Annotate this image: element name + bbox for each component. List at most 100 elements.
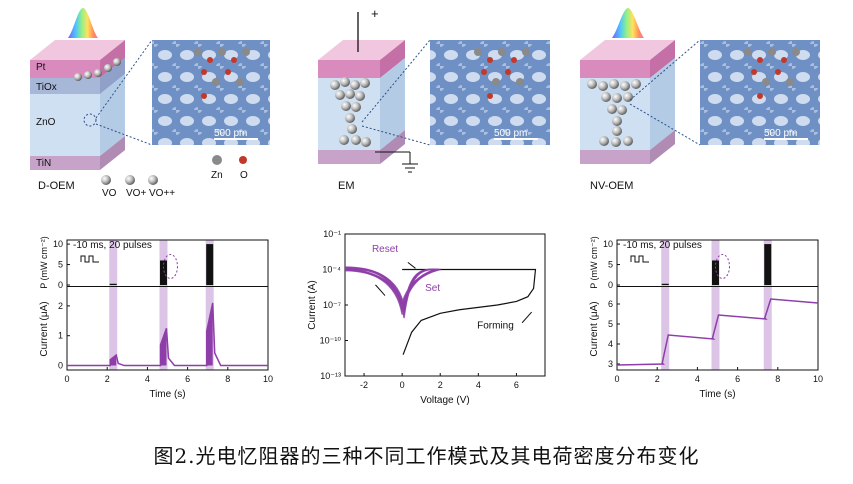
y-tick-label: 10 <box>603 239 613 249</box>
svg-text:NV-OEM: NV-OEM <box>590 180 633 192</box>
svg-text:500 pm: 500 pm <box>214 128 247 139</box>
em-device: + EM <box>318 6 431 192</box>
pulse-bar <box>109 283 117 285</box>
x-tick-label: 2 <box>655 374 660 384</box>
pulse-train-icon <box>630 255 649 263</box>
y-tick-label: 0 <box>58 280 63 290</box>
y-axis-label: Current (A) <box>307 280 318 329</box>
x-tick-label: 0 <box>400 380 405 390</box>
current-spike <box>110 355 117 366</box>
light-band <box>711 240 720 370</box>
pulse-annotation: -10 ms, 20 pulses <box>73 240 152 251</box>
svg-text:TiN: TiN <box>36 158 51 169</box>
axes-frame <box>616 239 819 371</box>
current-spike <box>160 328 167 366</box>
switching-loop <box>344 268 441 319</box>
forming-label: Forming <box>477 321 514 332</box>
svg-text:EM: EM <box>338 180 355 192</box>
pulse-train-icon <box>80 255 99 263</box>
vacancy-legend: VO VO+ VO++ <box>101 175 175 199</box>
light-band <box>661 240 670 370</box>
reset-label: Reset <box>372 244 398 255</box>
y-tick-label: 1 <box>58 331 63 341</box>
svg-text:VO: VO <box>102 188 117 199</box>
x-tick-label: 8 <box>775 374 780 384</box>
x-tick-label: 8 <box>225 374 230 384</box>
svg-text:500 pm: 500 pm <box>494 128 527 139</box>
svg-text:Zn: Zn <box>211 170 223 181</box>
pulse-bar <box>159 260 167 285</box>
light-beam-icon <box>612 8 644 38</box>
vacancy-row <box>74 58 121 81</box>
svg-text:Pt: Pt <box>36 62 46 73</box>
x-tick-label: 2 <box>105 374 110 384</box>
d-oem-device: Pt TiOx ZnO TiN D-OEM VO VO+ VO++ <box>30 8 175 199</box>
svg-text:TiOx: TiOx <box>36 82 57 93</box>
pulse-bar <box>764 244 772 285</box>
em-charge-map: 500 pm <box>430 40 550 145</box>
y-tick-label: 3 <box>608 359 613 369</box>
x-tick-label: 6 <box>185 374 190 384</box>
nv-oem-charge-map: 500 pm <box>700 40 820 145</box>
d-oem-charge-map: 500 pm Zn O <box>152 40 270 181</box>
light-band <box>109 240 118 370</box>
top-y-axis-label: P (mW cm⁻²) <box>589 236 599 289</box>
y-tick-label: 0 <box>58 361 63 371</box>
x-tick-label: 2 <box>438 380 443 390</box>
light-beam-icon <box>68 8 98 38</box>
forming-curve <box>402 268 537 355</box>
svg-text:O: O <box>240 170 248 181</box>
x-tick-label: 0 <box>614 374 619 384</box>
svg-text:D-OEM: D-OEM <box>38 180 75 192</box>
svg-text:ZnO: ZnO <box>36 117 56 128</box>
x-tick-label: 4 <box>476 380 481 390</box>
light-band <box>159 240 168 370</box>
zoom-ellipse <box>714 253 730 279</box>
pulse-bar <box>206 244 214 285</box>
filament <box>587 79 641 147</box>
top-y-axis-label: P (mW cm⁻²) <box>39 236 49 289</box>
x-tick-label: -2 <box>360 380 368 390</box>
y-tick-label: 5 <box>608 319 613 329</box>
set-label: Set <box>425 283 440 294</box>
y-tick-label: 5 <box>58 260 63 270</box>
axes-frame <box>344 233 546 377</box>
pulse-bar <box>661 283 669 285</box>
current-trace <box>67 302 268 367</box>
svg-text:VO++: VO++ <box>149 188 175 199</box>
crystal-atoms <box>194 48 250 99</box>
y-tick-label: 5 <box>608 260 613 270</box>
y-tick-label: 6 <box>608 299 613 309</box>
light-band <box>763 240 772 370</box>
y-tick-label: 10⁻⁷ <box>323 300 341 310</box>
x-tick-label: 10 <box>263 374 273 384</box>
y-tick-label: 10⁻¹ <box>323 229 341 239</box>
axes-frame <box>66 239 269 371</box>
x-tick-label: 0 <box>64 374 69 384</box>
figure: Pt TiOx ZnO TiN D-OEM VO VO+ VO++ 500 pm… <box>30 6 823 406</box>
x-tick-label: 6 <box>735 374 740 384</box>
y-tick-label: 0 <box>608 280 613 290</box>
zoom-ellipse <box>162 253 178 279</box>
x-tick-label: 4 <box>695 374 700 384</box>
filament <box>330 77 371 147</box>
current-spike <box>206 302 213 366</box>
y-tick-label: 10⁻⁴ <box>322 265 341 275</box>
pulse-annotation: -10 ms, 20 pulses <box>623 240 702 251</box>
y-tick-label: 10⁻¹³ <box>320 371 341 381</box>
nv-oem-device: NV-OEM <box>580 8 701 192</box>
svg-text:500 pm: 500 pm <box>764 128 797 139</box>
x-tick-label: 6 <box>514 380 519 390</box>
svg-text:+: + <box>371 6 379 21</box>
x-tick-label: 10 <box>813 374 823 384</box>
y-tick-label: 10⁻¹⁰ <box>320 336 342 346</box>
switching-loop <box>344 267 438 313</box>
pulse-bar <box>711 260 719 285</box>
figure-caption: 图2.光电忆阻器的三种不同工作模式及其电荷密度分布变化 <box>153 444 700 468</box>
y-axis-label: Current (μA) <box>589 301 600 356</box>
light-band <box>205 240 214 370</box>
x-axis-label: Time (s) <box>699 389 735 400</box>
